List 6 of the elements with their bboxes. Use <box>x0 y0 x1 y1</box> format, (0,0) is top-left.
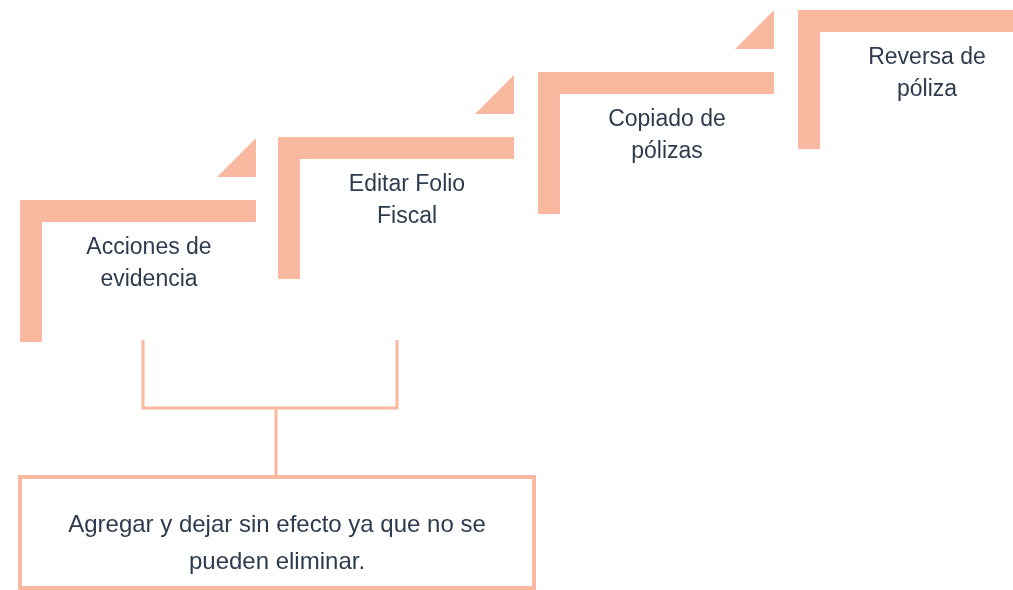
step-label: Copiado de pólizas <box>607 104 727 165</box>
note-text: Agregar y dejar sin efecto ya que no se pueden eliminar. <box>67 509 487 576</box>
step-label: Acciones de evidencia <box>85 232 213 293</box>
step-label: Editar Folio Fiscal <box>347 169 467 230</box>
step-label: Reversa de póliza <box>867 42 987 103</box>
note-box <box>18 475 536 590</box>
